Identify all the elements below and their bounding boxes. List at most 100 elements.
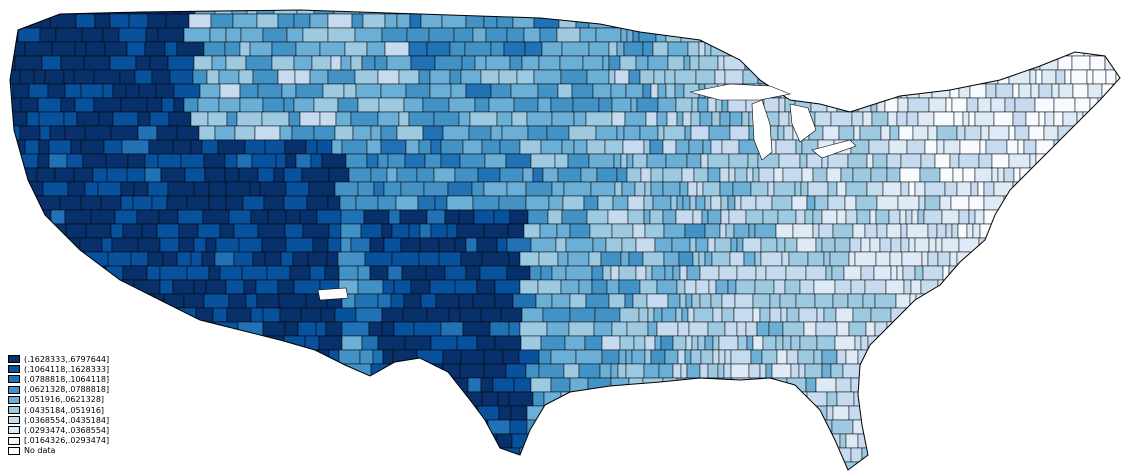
county-cell <box>187 349 212 365</box>
county-cell <box>936 125 958 141</box>
county-cell <box>532 10 548 15</box>
county-cell <box>870 41 889 57</box>
county-cell <box>702 139 712 155</box>
county-cell <box>725 223 735 239</box>
county-cell <box>936 223 947 239</box>
county-cell <box>1071 55 1091 71</box>
county-cell <box>283 97 295 113</box>
county-cell <box>160 167 186 183</box>
county-cell <box>381 223 393 239</box>
county-cell <box>254 447 276 463</box>
county-cell <box>214 125 236 141</box>
county-cell <box>483 223 509 239</box>
county-cell <box>671 237 691 253</box>
county-cell <box>850 447 863 463</box>
county-cell <box>700 13 716 29</box>
county-cell <box>949 69 963 85</box>
county-cell <box>778 111 790 127</box>
county-cell <box>896 363 906 379</box>
county-cell <box>42 181 69 197</box>
county-cell <box>454 279 478 295</box>
county-cell <box>1051 83 1060 99</box>
county-cell <box>1066 195 1089 211</box>
county-cell <box>559 433 580 449</box>
county-cell <box>1053 111 1064 127</box>
county-cell <box>361 55 376 71</box>
county-cell <box>26 293 53 309</box>
county-cell <box>464 10 478 15</box>
county-cell <box>783 13 795 29</box>
county-cell <box>988 125 1010 141</box>
county-cell <box>63 111 78 127</box>
county-cell <box>1034 419 1054 435</box>
county-cell <box>391 433 411 449</box>
county-cell <box>56 321 79 337</box>
county-cell <box>1039 363 1052 379</box>
county-cell <box>858 83 872 99</box>
county-cell <box>110 125 139 141</box>
county-cell <box>280 251 294 267</box>
county-cell <box>1014 125 1030 141</box>
county-cell <box>134 69 153 85</box>
county-cell <box>920 335 941 351</box>
county-cell <box>1055 69 1066 85</box>
county-cell <box>368 461 390 470</box>
county-cell <box>539 419 562 435</box>
county-cell <box>610 363 619 379</box>
county-cell <box>974 209 985 225</box>
county-cell <box>556 223 571 239</box>
county-cell <box>257 83 283 99</box>
county-cell <box>170 433 189 449</box>
county-cell <box>1035 139 1055 155</box>
county-cell <box>511 433 535 449</box>
great-lakes <box>689 83 857 161</box>
county-cell <box>638 27 657 43</box>
county-cell <box>1025 265 1048 281</box>
county-cell <box>488 97 515 113</box>
county-cell <box>542 307 571 323</box>
county-cell <box>886 167 901 183</box>
county-cell <box>662 209 677 225</box>
county-cell <box>199 335 224 351</box>
county-cell <box>644 349 652 365</box>
county-cell <box>1050 321 1069 337</box>
county-cell <box>151 69 171 85</box>
county-cell <box>852 419 870 435</box>
county-cell <box>167 181 195 197</box>
county-cell <box>827 195 846 211</box>
county-cell <box>746 167 754 183</box>
county-cell <box>33 195 61 211</box>
county-cell <box>746 419 768 435</box>
county-cell <box>911 209 919 225</box>
county-cell <box>688 139 704 155</box>
county-cell <box>728 167 736 183</box>
county-cell <box>627 209 645 225</box>
county-cell <box>827 13 838 29</box>
county-cell <box>151 195 168 211</box>
county-cell <box>220 433 248 449</box>
county-cell <box>604 139 624 155</box>
county-cell <box>646 447 669 463</box>
county-cell <box>1119 27 1120 43</box>
county-cell <box>969 83 987 99</box>
county-cell <box>896 391 904 407</box>
county-cell <box>295 83 324 99</box>
county-cell <box>105 153 129 169</box>
county-cell <box>827 181 838 197</box>
county-cell <box>570 10 582 15</box>
county-cell <box>924 349 940 365</box>
county-cell <box>1004 447 1013 463</box>
county-cell <box>37 97 62 113</box>
county-cell <box>1012 111 1027 127</box>
county-cell <box>826 167 842 183</box>
legend-swatch <box>8 406 20 415</box>
county-cell <box>60 97 76 113</box>
county-cell <box>257 223 286 239</box>
county-cell <box>729 111 743 127</box>
county-cell <box>627 10 635 15</box>
county-cell <box>232 363 258 379</box>
county-cell <box>105 265 124 281</box>
county-cell <box>947 321 955 337</box>
county-cell <box>85 461 112 470</box>
legend-entry: No data <box>8 446 109 456</box>
